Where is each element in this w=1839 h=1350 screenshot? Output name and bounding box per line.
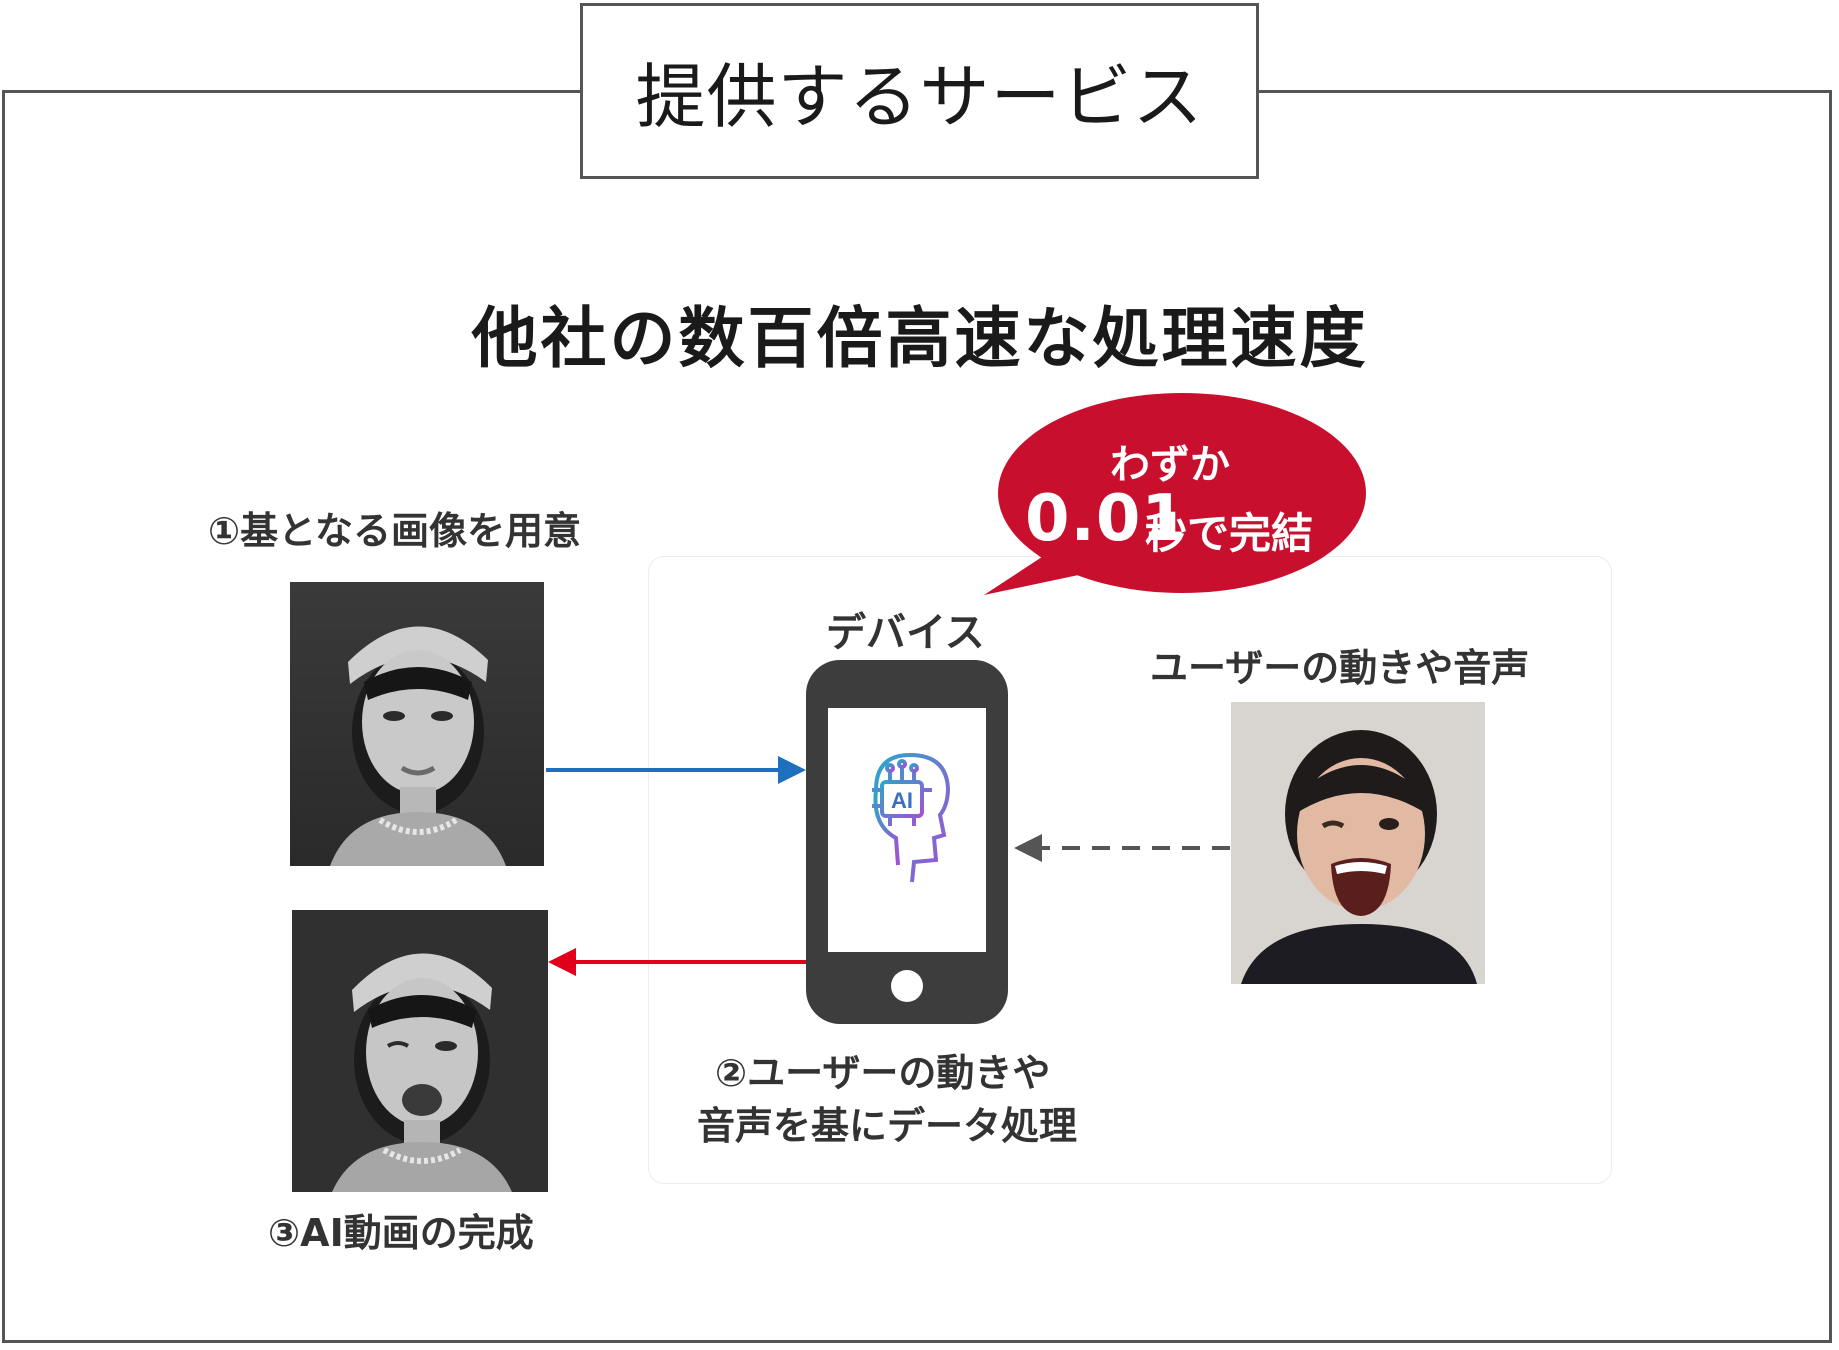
speed-bubble [984,393,1366,595]
main-title: 他社の数百倍高速な処理速度 [471,300,1369,377]
step-prepare-label: ①基となる画像を用意 [208,509,582,553]
bubble-number: 0.01 [1025,482,1187,556]
ai-head-icon [872,752,951,883]
output-photo [292,910,548,1192]
step-process-line2: 音声を基にデータ処理 [697,1104,1078,1148]
section-title: 提供するサービス [635,55,1204,138]
bubble-line1: わずか [1110,442,1230,488]
section-header: 提供するサービス [580,3,1259,179]
step-complete-label: ③AI動画の完成 [268,1211,534,1255]
smartphone-icon: AI [806,660,1008,1024]
ai-icon-text: AI [891,788,913,813]
user-photo [1231,702,1485,984]
device-label: デバイス [826,610,985,656]
user-input-label: ユーザーの動きや音声 [1150,646,1530,690]
step-process-line1: ②ユーザーの動きや [715,1051,1051,1095]
original-photo [290,582,544,866]
bubble-line2: 秒で完結 [1145,509,1314,558]
